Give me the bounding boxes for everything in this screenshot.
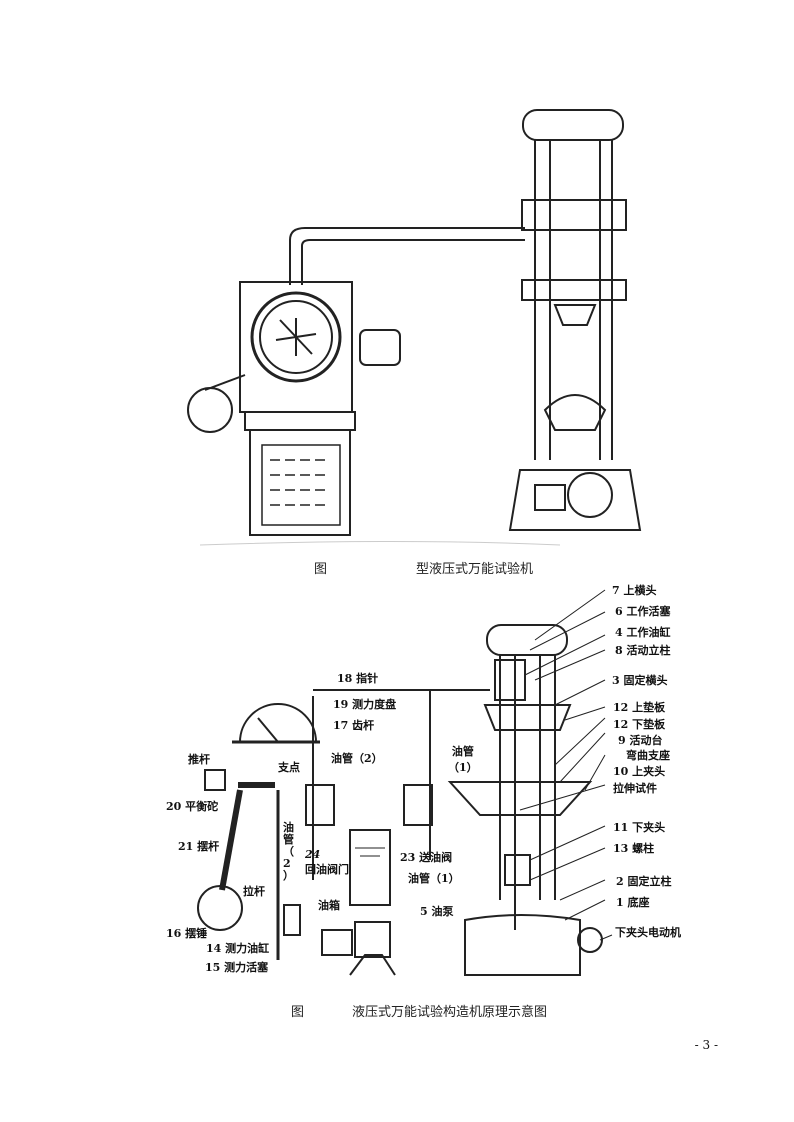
figure-1-caption: 型液压式万能试验机	[416, 562, 534, 577]
label-movable-table: 9 活动台	[618, 734, 663, 747]
label-return-valve-number: 24	[305, 848, 321, 861]
label-oil-pipe-1-bottom: 油管（1）	[408, 872, 460, 885]
figure-2-caption: 液压式万能试验构造机原理示意图	[352, 1005, 548, 1020]
label-screw-column: 13 螺柱	[613, 842, 655, 855]
label-pointer: 18 指针	[337, 672, 379, 685]
label-rack: 17 齿杆	[333, 719, 375, 732]
label-oil-tank: 油箱	[318, 899, 340, 912]
label-oil-pipe-1-top: 油管 （1）	[448, 745, 478, 774]
label-upper-pad: 12 上垫板	[613, 701, 666, 714]
label-fixed-column: 2 固定立柱	[616, 875, 672, 888]
label-lower-pad: 12 下垫板	[613, 718, 666, 731]
figure-1-caption-prefix: 图	[314, 562, 328, 577]
label-oil-pipe-2-side: 油 管 （ 2 ）	[283, 821, 294, 882]
label-movable-column: 8 活动立柱	[615, 644, 671, 657]
label-lower-clamp: 11 下夹头	[613, 821, 666, 834]
label-balance-wheel: 20 平衡砣	[166, 800, 219, 813]
label-upper-clamp: 10 上夹头	[613, 765, 666, 778]
label-upper-crosshead: 7 上横头	[612, 584, 657, 597]
label-fulcrum: 支点	[278, 761, 300, 774]
label-working-piston: 6 工作活塞	[615, 605, 671, 618]
label-lower-clamp-motor: 下夹头电动机	[615, 926, 681, 939]
figure-2-caption-prefix: 图	[291, 1005, 305, 1020]
label-bending-support: 弯曲支座	[626, 749, 670, 762]
label-swing-rod: 21 摆杆	[178, 840, 220, 853]
label-push-rod: 推杆	[188, 753, 210, 766]
label-working-cylinder: 4 工作油缸	[615, 626, 671, 639]
label-pendulum: 16 摆锤	[166, 927, 208, 940]
label-dial: 19 测力度盘	[333, 698, 397, 711]
label-force-piston: 15 测力活塞	[205, 961, 269, 974]
page-number: - 3 -	[694, 1038, 718, 1052]
figure-1-drawing	[187, 109, 642, 546]
label-fixed-crosshead: 3 固定横头	[612, 674, 668, 687]
label-feed-valve: 23 送油阀	[400, 851, 453, 864]
label-oil-pump: 5 油泵	[420, 905, 454, 918]
label-pull-rod: 拉杆	[243, 885, 265, 898]
figure-2-drawing	[197, 589, 613, 976]
label-oil-pipe-2-top: 油管（2）	[331, 752, 383, 765]
label-tensile-specimen: 拉伸试件	[613, 782, 657, 795]
label-base: 1 底座	[616, 896, 650, 909]
label-force-cylinder: 14 测力油缸	[206, 942, 270, 955]
label-return-valve: 回油阀门	[305, 863, 349, 876]
